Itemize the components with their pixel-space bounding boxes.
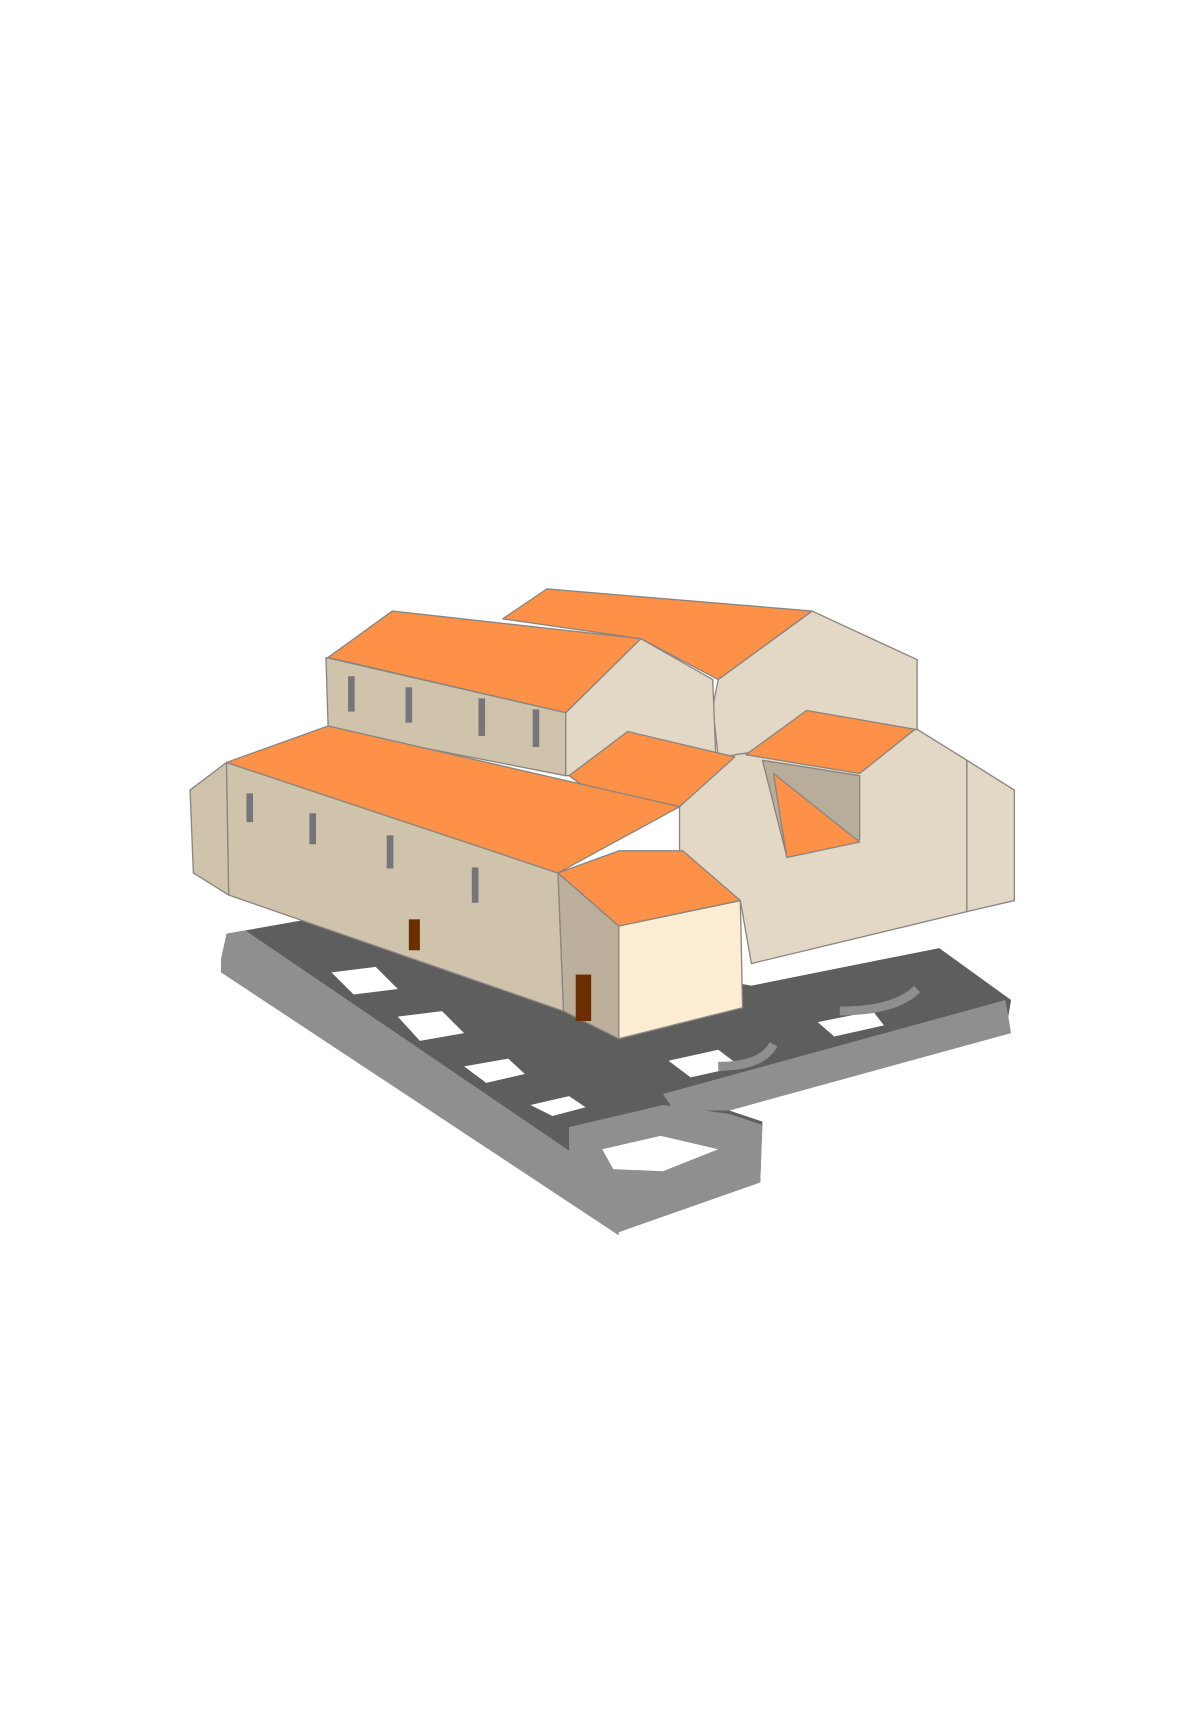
- right-notch-roof: [772, 772, 861, 859]
- foundation-gap-2: [397, 1011, 465, 1041]
- foundation-apse-1: [718, 1041, 778, 1071]
- window: [532, 709, 540, 747]
- window: [246, 793, 254, 823]
- windows: [246, 676, 540, 903]
- front-left-end: [189, 761, 230, 896]
- front-long-roof: [225, 725, 681, 874]
- foundation: [220, 917, 1012, 1236]
- foundation-gap-6: [817, 1011, 884, 1037]
- back-left-gable: [565, 638, 717, 777]
- foundation-right-wall: [662, 1000, 1012, 1111]
- window: [309, 813, 317, 845]
- window: [386, 835, 394, 869]
- window: [405, 687, 413, 723]
- foundation-apse-2: [839, 985, 921, 1016]
- window: [471, 867, 479, 903]
- foundation-shadow: [220, 917, 1012, 1233]
- window: [478, 698, 486, 736]
- foundation-gap-3: [464, 1058, 525, 1083]
- door: [408, 919, 420, 951]
- foundation-left-top: [220, 930, 633, 1219]
- window: [348, 676, 355, 712]
- foundation-room-hole: [602, 1135, 719, 1172]
- foundation-left-wall: [220, 959, 619, 1236]
- foundation-gap-5: [668, 1049, 741, 1078]
- right-upper-roof: [745, 709, 916, 775]
- right-block-end: [966, 759, 1016, 913]
- porch-roof: [557, 850, 741, 927]
- foundation-gap-1: [331, 966, 398, 995]
- door: [575, 974, 592, 1022]
- foundation-gap-4: [530, 1096, 586, 1117]
